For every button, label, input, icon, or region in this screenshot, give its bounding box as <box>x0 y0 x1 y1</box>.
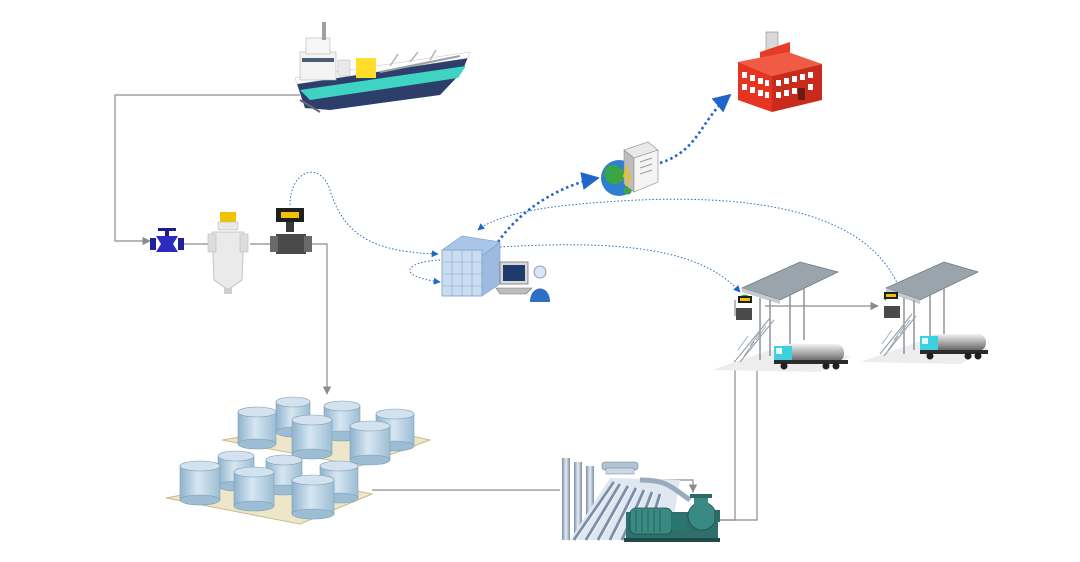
pipe-bay1-return <box>718 360 736 521</box>
link-server-to-office <box>659 93 732 165</box>
flow-meter <box>270 208 312 254</box>
pipe-ship-to-valve <box>114 94 300 246</box>
link-control-to-bay1 <box>499 244 741 293</box>
link-bay2-to-control <box>477 198 899 286</box>
loading-bay-2 <box>860 261 990 364</box>
control-system <box>441 235 550 302</box>
link-control-to-server <box>496 172 600 243</box>
pump-motor <box>624 494 720 542</box>
pipe-pump-to-bay1 <box>718 370 758 521</box>
data-links <box>289 93 899 293</box>
pipe-manifold <box>562 458 692 541</box>
tank-farm <box>165 396 432 525</box>
head-office <box>738 31 822 112</box>
tanker-ship <box>294 22 471 113</box>
pump-station <box>562 458 720 542</box>
inlet-valve <box>150 228 184 252</box>
internet-server <box>601 141 659 196</box>
strainer-filter <box>207 212 249 294</box>
link-control-loop-a <box>409 259 441 285</box>
loading-bay-1 <box>712 261 852 372</box>
tank-group <box>179 396 415 520</box>
link-meter-to-control <box>289 171 439 258</box>
pipe-meter-to-tanks <box>307 243 332 395</box>
